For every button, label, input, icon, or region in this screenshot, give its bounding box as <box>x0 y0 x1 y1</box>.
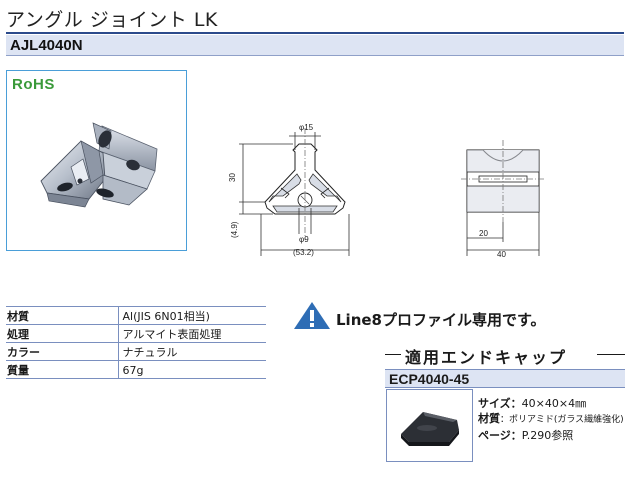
endcap-photo <box>386 389 473 462</box>
endcap-page-label: ページ： <box>478 429 522 442</box>
spec-key: 処理 <box>6 324 118 343</box>
model-bar: AJL4040N <box>6 35 624 56</box>
spec-value: アルマイト表面処理 <box>117 324 266 343</box>
endcap-title: 適用エンドキャップ <box>405 348 568 367</box>
spec-key: カラー <box>6 342 118 361</box>
endcap-page-value: P.290参照 <box>521 429 574 442</box>
endcap-size-label: サイズ： <box>478 397 522 410</box>
product-photo: RoHS <box>6 70 187 251</box>
endcap-rule-right <box>597 354 625 355</box>
usage-note: Line8プロファイル専用です。 <box>292 300 612 330</box>
endcap-section: 適用エンドキャップ ECP4040-45 サイズ：40×40×4㎜ 材質：ポリア… <box>385 344 625 462</box>
dim-w53-2: (53.2) <box>293 248 314 257</box>
table-row: 質量 67g <box>6 360 266 379</box>
endcap-size-row: サイズ：40×40×4㎜ <box>478 396 624 411</box>
rohs-badge: RoHS <box>12 76 55 93</box>
table-row: カラー ナチュラル <box>6 342 266 361</box>
endcap-rule-left <box>385 354 401 355</box>
dim-w20: 20 <box>479 229 488 238</box>
table-row: 処理 アルマイト表面処理 <box>6 324 266 343</box>
front-view: φ15 30 (4.9) φ9 (53.2) <box>228 123 350 257</box>
endcap-page-row: ページ：P.290参照 <box>478 428 624 443</box>
spec-table: 材質 Al(JIS 6N01相当) 処理 アルマイト表面処理 カラー ナチュラル… <box>6 306 266 379</box>
angle-joint-image <box>40 122 158 208</box>
endcap-image <box>401 412 459 446</box>
spec-value: 67g <box>117 360 266 379</box>
dimension-drawing: φ15 30 (4.9) φ9 (53.2) 20 40 <box>228 123 545 259</box>
dim-phi9: φ9 <box>299 235 309 244</box>
endcap-material-label: 材質 <box>478 412 500 425</box>
model-number: AJL4040N <box>10 37 83 54</box>
endcap-material-value: ：ポリアミド(ガラス繊維強化) <box>500 415 624 425</box>
title-divider <box>6 32 624 34</box>
page-title: アングル ジョイント LK <box>6 9 218 31</box>
endcap-size-value: 40×40×4㎜ <box>521 397 587 410</box>
spec-value: ナチュラル <box>117 342 266 361</box>
spec-key: 質量 <box>6 360 118 379</box>
endcap-info: サイズ：40×40×4㎜ 材質：ポリアミド(ガラス繊維強化) ページ：P.290… <box>478 396 624 443</box>
side-view: 20 40 <box>461 140 545 259</box>
warning-triangle-icon <box>294 302 330 329</box>
dim-h4-9: (4.9) <box>230 221 239 238</box>
spec-value: Al(JIS 6N01相当) <box>117 306 266 325</box>
endcap-material-row: 材質：ポリアミド(ガラス繊維強化) <box>478 411 624 428</box>
table-row: 材質 Al(JIS 6N01相当) <box>6 306 266 325</box>
dim-phi15: φ15 <box>299 123 314 132</box>
endcap-model: ECP4040-45 <box>389 371 470 387</box>
spec-key: 材質 <box>6 306 118 325</box>
dim-w40: 40 <box>497 250 506 259</box>
endcap-model-bar: ECP4040-45 <box>385 369 625 388</box>
dim-h30: 30 <box>228 173 237 182</box>
usage-note-text: Line8プロファイル専用です。 <box>336 311 546 329</box>
